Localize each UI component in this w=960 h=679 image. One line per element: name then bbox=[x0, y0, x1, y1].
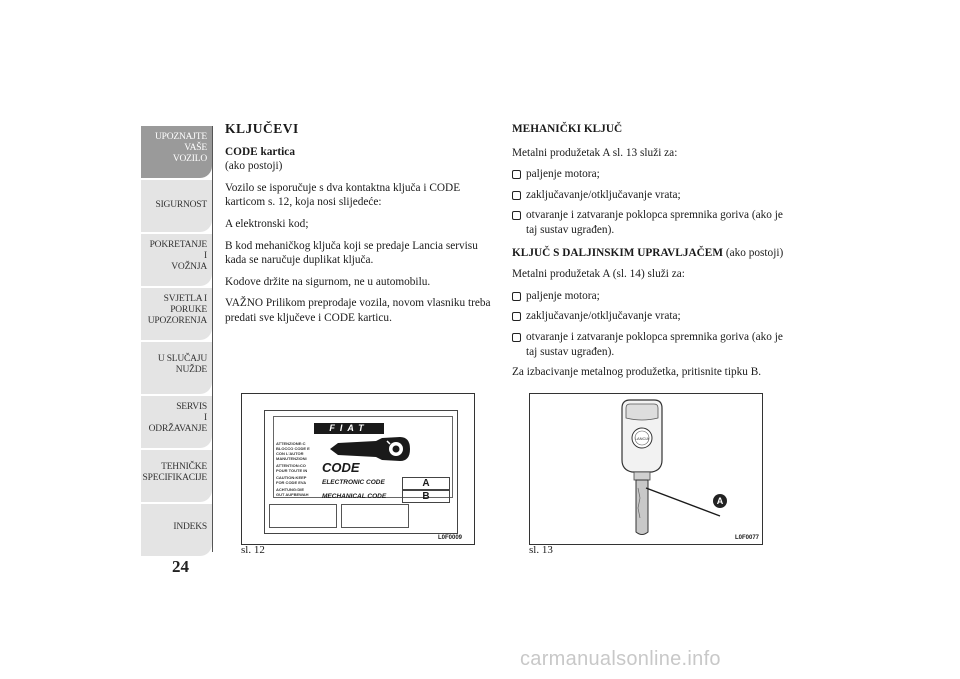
watermark: carmanualsonline.info bbox=[520, 648, 721, 670]
tab-label: U SLUČAJU bbox=[157, 354, 207, 364]
tab-pokretanje-i-voznja[interactable]: POKRETANJE I VOŽNJA bbox=[141, 234, 212, 286]
checkbox-bullet-icon bbox=[512, 312, 521, 322]
paragraph: B kod mehaničkog ključa koji se predaje … bbox=[225, 239, 478, 267]
checkbox-bullet-icon bbox=[512, 170, 521, 180]
callout-a: A bbox=[713, 494, 727, 508]
page-number: 24 bbox=[172, 557, 189, 576]
tab-indeks[interactable]: INDEKS bbox=[141, 504, 212, 556]
heading-note: (ako postoji) bbox=[723, 246, 784, 259]
tab-label: NUŽDE bbox=[175, 365, 207, 375]
list-item: otvaranje i zatvaranje poklopca spremnik… bbox=[512, 208, 787, 237]
tab-label: ODRŽAVANJE bbox=[148, 424, 208, 434]
section-heading: MEHANIČKI KLJUČ bbox=[512, 123, 623, 135]
blank-field bbox=[269, 504, 337, 528]
checkbox-bullet-icon bbox=[512, 332, 521, 342]
code-box-b: B bbox=[402, 490, 450, 503]
sub-note: (ako postoji) bbox=[225, 160, 283, 173]
electronic-code-label: ELECTRONIC CODE bbox=[322, 479, 385, 486]
figure-code: L0F0077 bbox=[735, 535, 760, 541]
code-box-a: A bbox=[402, 477, 450, 490]
tab-servis-i-odrzavanje[interactable]: SERVIS I ODRŽAVANJE bbox=[141, 396, 212, 448]
paragraph: VAŽNO Prilikom preprodaje vozila, novom … bbox=[225, 297, 491, 324]
list-item-text: paljenje motora; bbox=[526, 168, 600, 181]
figure-code: L0F0009 bbox=[438, 535, 463, 541]
list-item: zaključavanje/otključavanje vrata; bbox=[512, 188, 787, 203]
tab-label: SVJETLA I bbox=[163, 294, 208, 304]
fiat-logo: FIAT bbox=[314, 423, 384, 434]
list-item: zaključavanje/otključavanje vrata; bbox=[512, 309, 787, 324]
column-left: KLJUČEVI CODE kartica (ako postoji) Vozi… bbox=[225, 121, 497, 333]
list-item-text: zaključavanje/otključavanje vrata; bbox=[526, 188, 681, 201]
tab-label: VOZILO bbox=[172, 154, 207, 164]
heading-text: KLJUČ S DALJINSKIM UPRAVLJAČEM bbox=[512, 246, 723, 259]
checkbox-bullet-icon bbox=[512, 190, 521, 200]
tab-tehnicke-specifikacije[interactable]: TEHNIČKE SPECIFIKACIJE bbox=[141, 450, 212, 502]
key-with-blade-icon: LANCIA bbox=[621, 399, 721, 535]
key-icon bbox=[330, 437, 410, 461]
section-heading-2: KLJUČ S DALJINSKIM UPRAVLJAČEM (ako post… bbox=[512, 246, 787, 261]
figure-key: LANCIA A L0F0077 bbox=[529, 393, 763, 545]
paragraph: Za izbacivanje metalnog produžetka, prit… bbox=[512, 366, 762, 379]
paragraph: A elektronski kod; bbox=[225, 217, 309, 230]
card-title: CODE bbox=[322, 460, 360, 475]
checkbox-bullet-icon bbox=[512, 211, 521, 221]
tab-u-slucaju-nuzde[interactable]: U SLUČAJU NUŽDE bbox=[141, 342, 212, 394]
paragraph: Kodove držite na sigurnom, ne u automobi… bbox=[225, 275, 431, 288]
tab-label: POKRETANJE bbox=[149, 240, 208, 250]
list-item: paljenje motora; bbox=[512, 289, 787, 304]
tab-svjetla-i-poruke[interactable]: SVJETLA I PORUKE UPOZORENJA bbox=[141, 288, 212, 340]
tab-label: SPECIFIKACIJE bbox=[142, 473, 208, 483]
section-heading: KLJUČEVI bbox=[225, 121, 299, 136]
subheading: CODE kartica bbox=[225, 145, 295, 158]
column-right: MEHANIČKI KLJUČ Metalni produžetak A sl.… bbox=[512, 122, 787, 387]
tab-label: SIGURNOST bbox=[155, 200, 207, 210]
list-item-text: paljenje motora; bbox=[526, 289, 600, 302]
tab-label: SERVIS bbox=[176, 402, 207, 412]
mechanical-code-label: MECHANICAL CODE bbox=[322, 493, 387, 500]
tab-label: INDEKS bbox=[173, 522, 207, 532]
tab-sigurnost[interactable]: SIGURNOST bbox=[141, 180, 212, 232]
tab-label: UPOZNAJTE bbox=[154, 132, 207, 142]
figure-caption: sl. 13 bbox=[529, 544, 553, 556]
figure-caption: sl. 12 bbox=[241, 544, 265, 556]
paragraph: Metalni produžetak A (sl. 14) služi za: bbox=[512, 268, 685, 281]
tab-label: TEHNIČKE bbox=[161, 462, 207, 472]
tab-label: I bbox=[204, 251, 207, 261]
tab-label: PORUKE bbox=[170, 305, 207, 315]
tab-label: VOŽNJA bbox=[171, 262, 207, 272]
checkbox-bullet-icon bbox=[512, 291, 521, 301]
tab-label: UPOZORENJA bbox=[147, 316, 207, 326]
paragraph: Vozilo se isporučuje s dva kontaktna klj… bbox=[225, 181, 461, 209]
tab-label: VAŠE bbox=[184, 143, 207, 153]
list-item: paljenje motora; bbox=[512, 167, 787, 182]
list-item-text: otvaranje i zatvaranje poklopca spremnik… bbox=[526, 330, 783, 358]
tab-upoznajte-vase-vozilo[interactable]: UPOZNAJTE VAŠE VOZILO bbox=[141, 126, 212, 178]
tab-label: I bbox=[204, 413, 207, 423]
lancia-emblem: LANCIA bbox=[635, 436, 650, 441]
list-item: otvaranje i zatvaranje poklopca spremnik… bbox=[512, 330, 787, 359]
list-item-text: otvaranje i zatvaranje poklopca spremnik… bbox=[526, 209, 783, 236]
list-item-text: zaključavanje/otključavanje vrata; bbox=[526, 310, 681, 323]
blank-field bbox=[341, 504, 409, 528]
paragraph: Metalni produžetak A sl. 13 služi za: bbox=[512, 146, 678, 159]
sidebar-divider bbox=[212, 126, 213, 552]
